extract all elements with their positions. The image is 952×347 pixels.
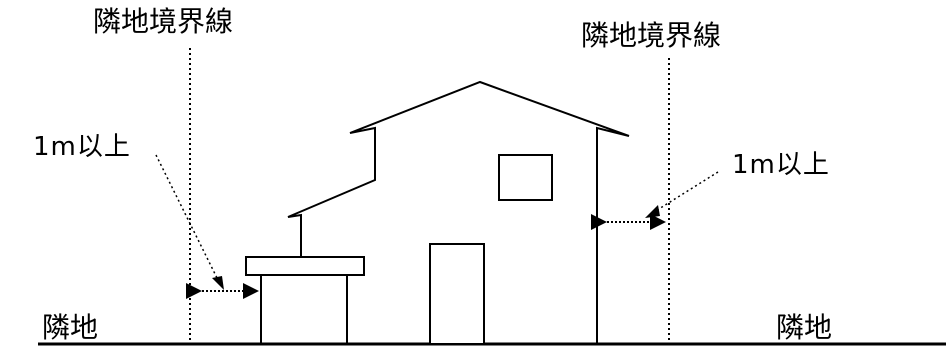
left-leader-arrowhead <box>212 276 224 290</box>
right-leader-arrowhead <box>645 205 660 218</box>
annex-roof-slab <box>245 256 365 276</box>
left-leader-line <box>155 154 221 285</box>
right-boundary-label: 隣地境界線 <box>581 19 722 52</box>
house-outline <box>287 80 630 344</box>
right-neighbor-label: 隣地 <box>776 311 833 344</box>
left-neighbor-label: 隣地 <box>42 311 99 344</box>
house-window <box>498 154 553 201</box>
house-door <box>429 243 485 345</box>
right-leader-line <box>653 171 719 213</box>
left-boundary-label: 隣地境界線 <box>93 5 234 38</box>
left-distance-label: 1m以上 <box>33 132 131 162</box>
right-distance-label: 1m以上 <box>732 150 830 180</box>
